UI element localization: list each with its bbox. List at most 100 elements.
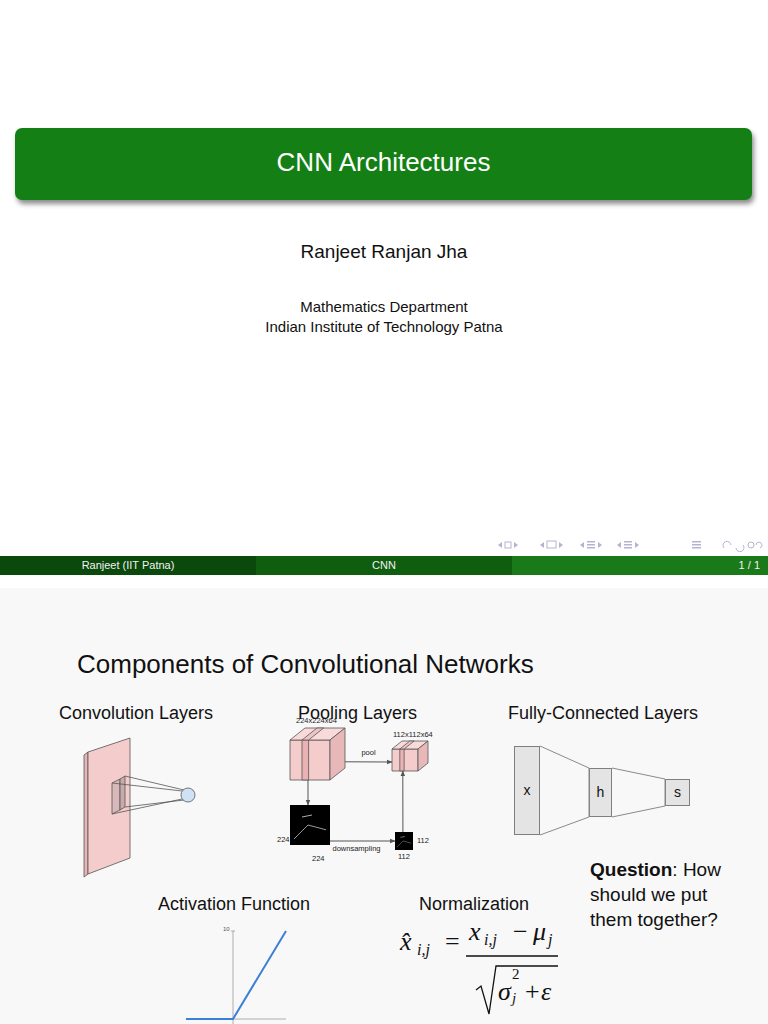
photo-detail	[400, 836, 405, 838]
nav-search	[748, 542, 754, 548]
nav-frame	[547, 541, 556, 548]
slice-front	[400, 749, 404, 771]
nav-loop	[756, 542, 762, 548]
slide-background	[0, 588, 768, 1024]
photo-outline	[290, 805, 330, 845]
image-thumbnail: 224224	[290, 805, 330, 845]
formula-symbol: μ	[533, 917, 546, 947]
footer-band: 1 / 1	[512, 556, 768, 575]
section-heading: Fully-Connected Layers	[508, 703, 698, 724]
dense-connection	[612, 768, 665, 817]
cuboid-side	[330, 728, 345, 780]
layer-box: h	[589, 768, 612, 817]
node-text: 224	[277, 836, 290, 845]
formula-subscript: j	[512, 990, 516, 1007]
output-neuron	[181, 788, 195, 802]
relu-plot	[186, 931, 286, 1024]
node-text: Ranjeet (IIT Patna)	[0, 556, 256, 575]
slide-title: Components of Convolutional Networks	[77, 650, 534, 680]
footer-band: CNN	[256, 556, 512, 575]
cuboid-side	[418, 741, 428, 771]
slice-front	[302, 740, 309, 780]
affiliation: Mathematics Department	[0, 298, 768, 315]
nav-bar	[692, 541, 701, 543]
receptive-line	[125, 800, 184, 807]
edge-label: pool	[361, 749, 375, 758]
nav-frame	[505, 542, 511, 548]
formula-symbol: ε	[541, 977, 551, 1007]
section-heading: Normalization	[419, 894, 529, 915]
nav-loop	[723, 541, 731, 548]
affiliation: Indian Institute of Technology Patna	[0, 318, 768, 335]
image-thumbnail: 112112	[395, 832, 413, 850]
node-text: CNN	[256, 556, 512, 575]
filter-cube-side	[120, 776, 125, 810]
layer-box: s	[665, 779, 690, 806]
nav-arrow	[559, 542, 563, 548]
formula-subscript: j	[548, 931, 552, 949]
title-banner: CNN Architectures	[15, 128, 752, 200]
nav-arrow	[580, 542, 584, 548]
nav-bar	[587, 541, 595, 543]
filter-cube	[112, 779, 120, 814]
nav-arrow	[498, 542, 502, 548]
nav-bar	[624, 544, 632, 546]
formula-symbol: x̂	[400, 927, 412, 957]
node-text: 224	[312, 855, 325, 864]
edge-label: downsampling	[333, 845, 381, 854]
slab-edge	[84, 752, 88, 877]
photo-background	[395, 832, 413, 850]
nav-bar	[692, 544, 701, 546]
feature-volume: 224x224x64	[290, 728, 345, 780]
flow-arrow	[345, 761, 392, 762]
nav-bar	[624, 547, 632, 549]
question-block: Question: How should we put them togethe…	[590, 857, 738, 932]
nav-bar	[692, 547, 701, 549]
formula-symbol: −	[513, 917, 528, 947]
photo-detail	[294, 825, 326, 839]
nav-arrow	[635, 542, 639, 548]
node-text: 1 / 1	[512, 556, 760, 575]
formula-symbol: =	[445, 927, 460, 957]
formula-superscript: 2	[512, 966, 520, 983]
section-heading: Pooling Layers	[298, 703, 417, 724]
section-heading: Activation Function	[158, 894, 310, 915]
flow-arrow	[402, 771, 403, 832]
radical-sign	[476, 966, 558, 1014]
flow-arrow	[330, 841, 395, 842]
footer-band: Ranjeet (IIT Patna)	[0, 556, 256, 575]
cuboid-outline	[392, 741, 428, 771]
node-text: h	[590, 769, 611, 816]
cuboid-outline	[290, 728, 345, 780]
photo-background	[290, 805, 330, 845]
formula-symbol: +	[525, 977, 540, 1007]
feature-volume: 112x112x64	[392, 741, 428, 771]
formula-symbol: x	[469, 917, 481, 947]
photo-detail	[397, 841, 411, 847]
slice-top	[302, 728, 324, 740]
relu-curve	[186, 931, 286, 1019]
author-name: Ranjeet Ranjan Jha	[0, 241, 768, 263]
layer-box: x	[514, 746, 540, 835]
axis-tick: 10	[223, 926, 230, 933]
node-text: s	[666, 780, 689, 805]
nav-loop	[736, 545, 744, 552]
node-text: 112	[398, 853, 410, 862]
photo-outline	[395, 832, 413, 850]
cuboid-front	[392, 749, 418, 771]
slice-top	[400, 741, 414, 749]
photo-detail	[302, 815, 312, 817]
section-heading: Convolution Layers	[59, 703, 213, 724]
nav-bar	[587, 547, 595, 549]
nav-arrow	[598, 542, 602, 548]
node-text: 112	[417, 837, 429, 846]
input-slab	[88, 738, 130, 874]
nav-arrow	[514, 542, 518, 548]
formula-subscript: i,j	[484, 931, 497, 949]
node-text: CNN Architectures	[15, 148, 752, 178]
y-axis	[233, 931, 234, 1024]
nav-symbols	[498, 541, 762, 552]
receptive-line	[125, 776, 184, 790]
nav-arrow	[540, 542, 544, 548]
